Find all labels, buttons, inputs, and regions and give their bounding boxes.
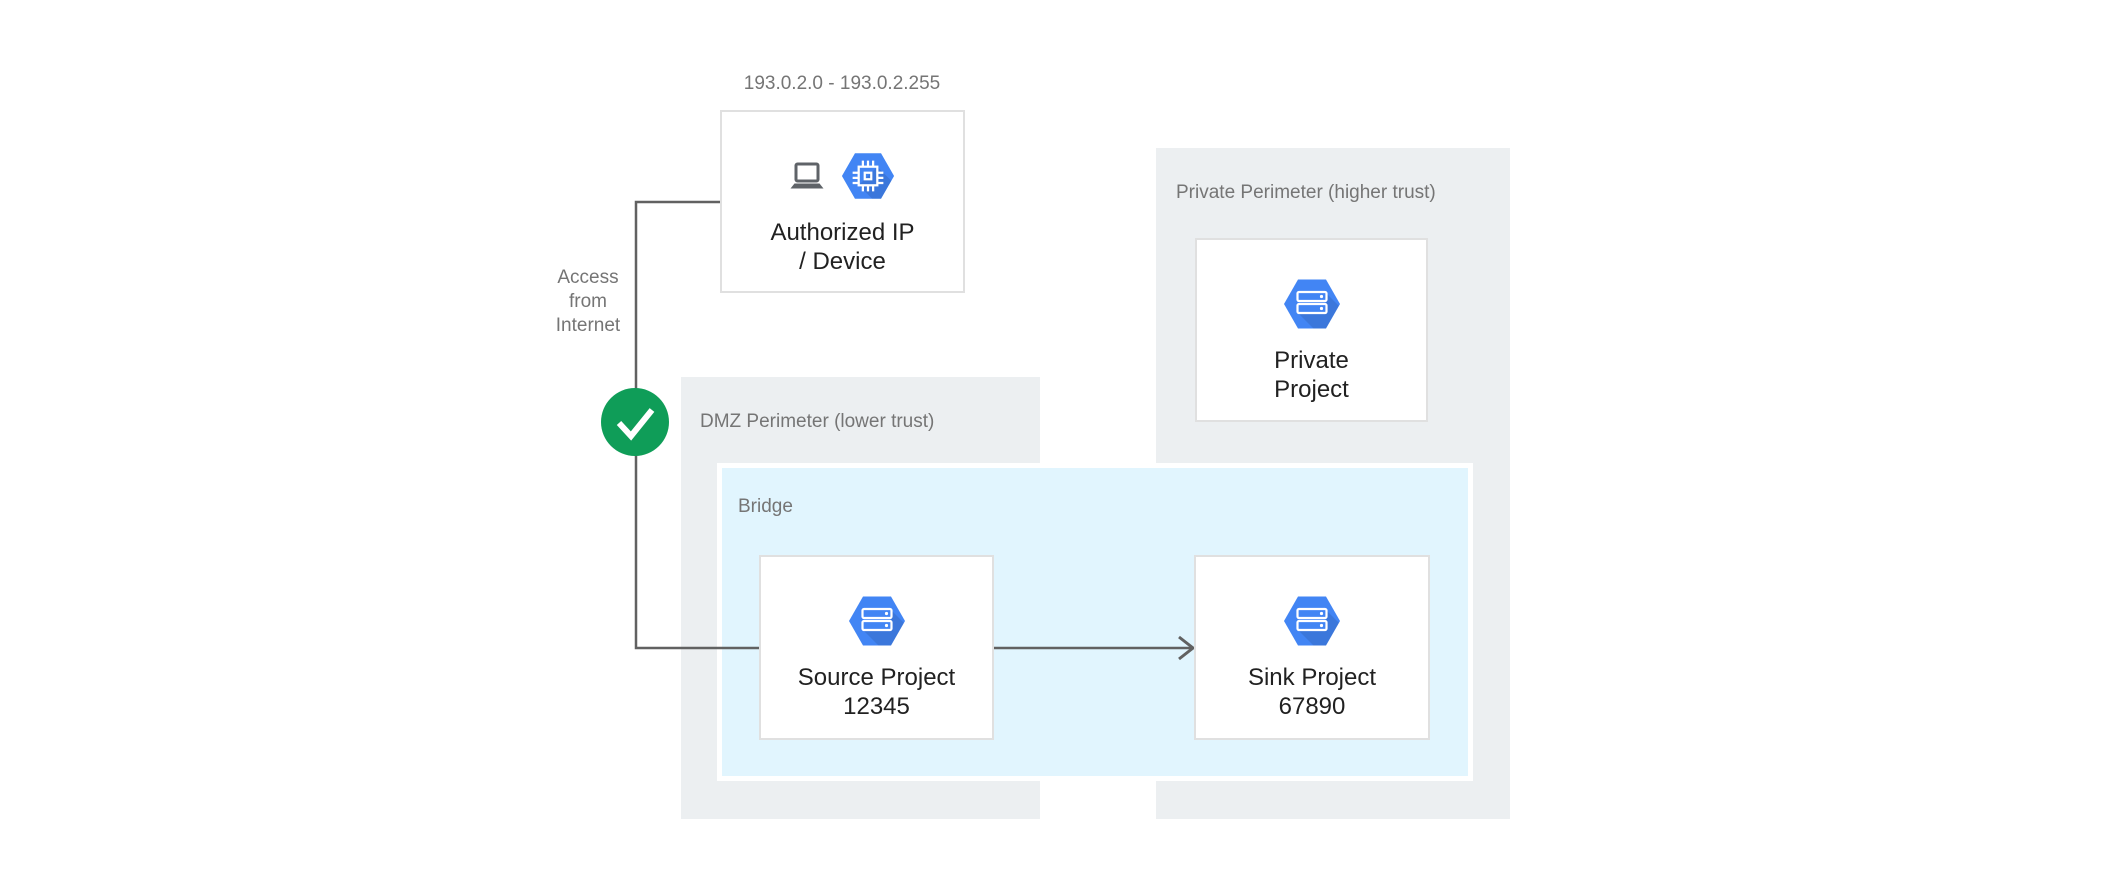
sink-project-card: Sink Project 67890 bbox=[1194, 555, 1430, 740]
source-project-label: Source Project 12345 bbox=[797, 664, 956, 720]
authorized-device-label: Authorized IP / Device bbox=[770, 219, 915, 275]
project-server-icon bbox=[1283, 277, 1341, 336]
private-project-label: Private Project bbox=[1274, 347, 1349, 403]
dmz-perimeter-label: DMZ Perimeter (lower trust) bbox=[700, 411, 935, 432]
private-card-icons bbox=[1197, 277, 1426, 336]
authorized-device-card: Authorized IP / Device bbox=[720, 110, 965, 293]
sink-card-icons bbox=[1196, 594, 1428, 653]
bridge-label: Bridge bbox=[738, 496, 793, 517]
project-server-icon bbox=[848, 594, 906, 653]
laptop-icon bbox=[790, 161, 824, 196]
project-server-icon bbox=[1283, 594, 1341, 653]
authorized-card-icons bbox=[722, 149, 963, 208]
private-perimeter-label: Private Perimeter (higher trust) bbox=[1176, 182, 1436, 203]
private-project-card: Private Project bbox=[1195, 238, 1428, 422]
compute-engine-icon bbox=[841, 149, 895, 208]
ip-range-label: 193.0.2.0 - 193.0.2.255 bbox=[743, 73, 941, 94]
check-icon bbox=[601, 388, 669, 456]
access-from-internet-label: Access from Internet bbox=[555, 267, 621, 336]
source-card-icons bbox=[761, 594, 992, 653]
source-project-card: Source Project 12345 bbox=[759, 555, 994, 740]
sink-project-label: Sink Project 67890 bbox=[1247, 664, 1377, 720]
